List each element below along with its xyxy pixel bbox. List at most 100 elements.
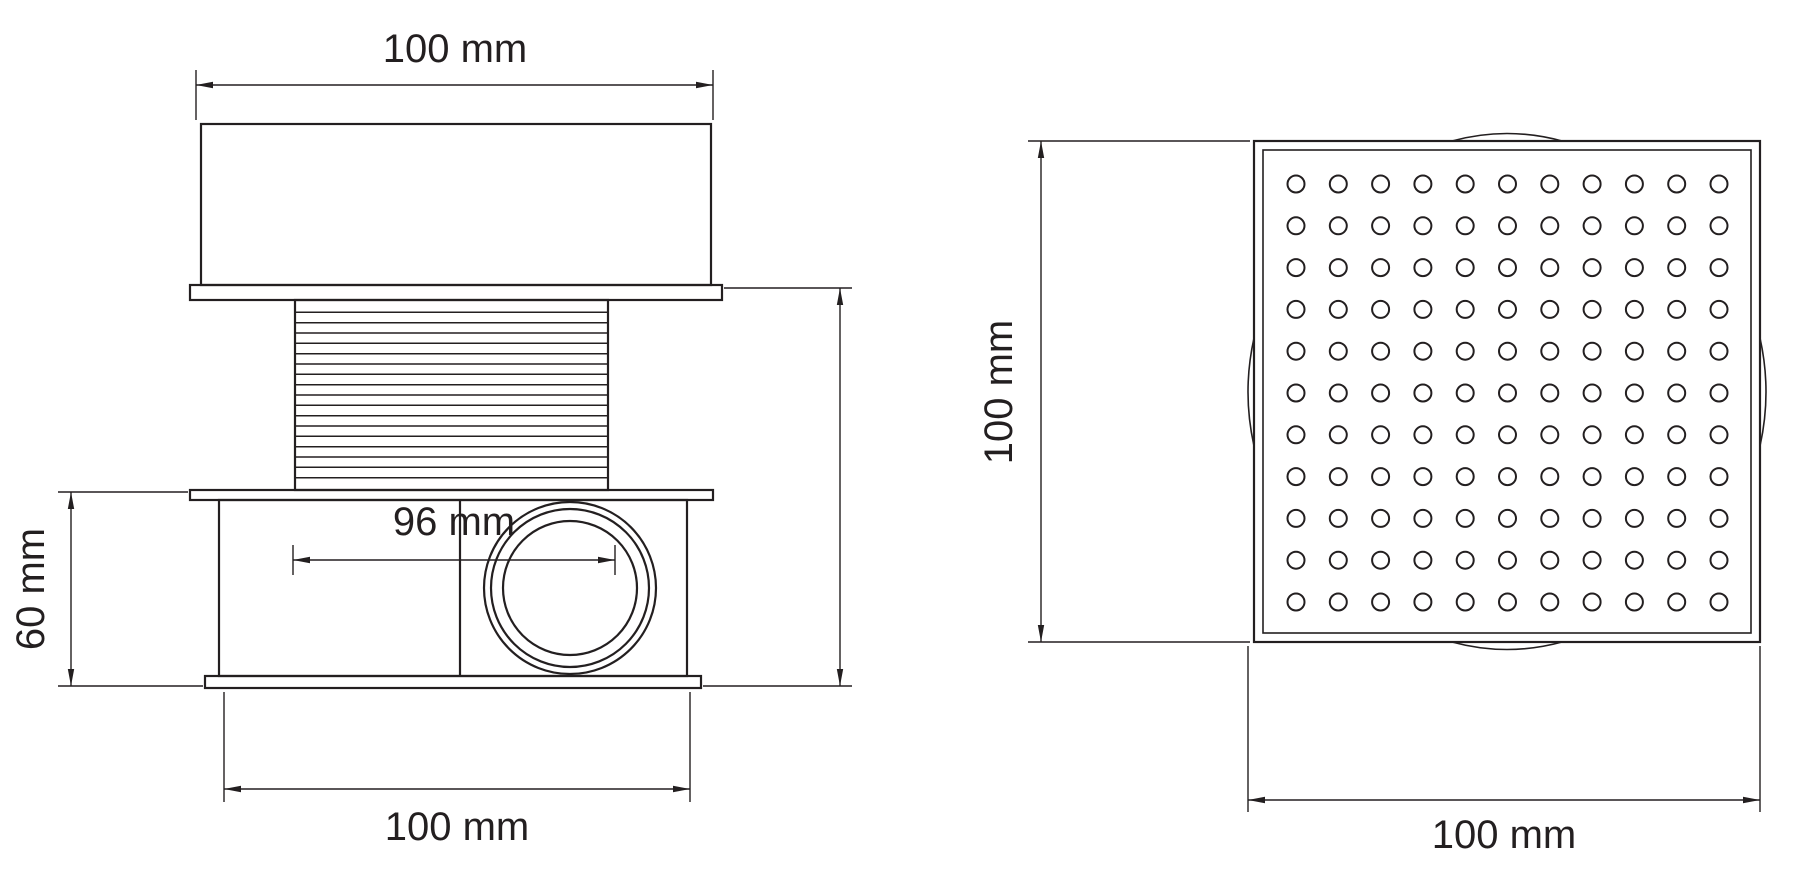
grate-hole bbox=[1709, 341, 1729, 361]
grate-hole bbox=[1498, 216, 1517, 236]
grate-hole bbox=[1709, 425, 1729, 445]
grate-hole bbox=[1286, 174, 1306, 194]
grate-hole bbox=[1624, 174, 1644, 194]
grate-hole bbox=[1413, 425, 1433, 445]
dim-top-width: 100 mm bbox=[195, 27, 714, 120]
grate-hole bbox=[1413, 299, 1433, 319]
grate-hole bbox=[1286, 383, 1306, 403]
outlet-pipe-mid bbox=[489, 507, 651, 669]
grate-hole bbox=[1371, 341, 1391, 361]
grate-hole bbox=[1540, 550, 1560, 570]
grate-hole bbox=[1498, 425, 1517, 445]
grate-hole bbox=[1709, 508, 1729, 528]
body-base bbox=[203, 674, 703, 690]
grate-hole bbox=[1455, 508, 1475, 528]
grate-hole bbox=[1455, 467, 1475, 487]
grate-hole bbox=[1286, 299, 1306, 319]
grate-hole bbox=[1498, 299, 1517, 319]
grate-hole bbox=[1709, 467, 1729, 487]
grate-hole bbox=[1667, 467, 1687, 487]
grate-hole bbox=[1371, 299, 1391, 319]
grate-hole bbox=[1498, 258, 1517, 278]
grate-hole bbox=[1540, 425, 1560, 445]
grate-hole bbox=[1455, 341, 1475, 361]
body-flange bbox=[188, 488, 715, 502]
grate-hole bbox=[1709, 550, 1729, 570]
grate-hole bbox=[1413, 258, 1433, 278]
dim-grate-height: 100 mm bbox=[977, 140, 1250, 643]
dimension-label: 96 mm bbox=[393, 500, 515, 544]
grate-hole bbox=[1709, 258, 1729, 278]
grate-hole bbox=[1498, 341, 1517, 361]
grate-hole bbox=[1371, 383, 1391, 403]
grate-hole bbox=[1371, 258, 1391, 278]
grate-hole bbox=[1498, 508, 1517, 528]
grate-hole bbox=[1455, 425, 1475, 445]
grate-hole bbox=[1540, 383, 1560, 403]
grate-hole bbox=[1371, 508, 1391, 528]
grate-hole bbox=[1624, 258, 1644, 278]
grate-hole bbox=[1286, 425, 1306, 445]
grate-hole bbox=[1624, 216, 1644, 236]
grate-hole bbox=[1540, 592, 1560, 612]
cap-outline bbox=[199, 122, 713, 287]
grate-hole bbox=[1413, 508, 1433, 528]
grate-hole bbox=[1624, 425, 1644, 445]
grate-hole bbox=[1498, 550, 1517, 570]
grate-hole bbox=[1455, 550, 1475, 570]
grate-hole bbox=[1455, 299, 1475, 319]
dim-inner-width: 96 mm bbox=[292, 500, 616, 575]
dimension-label: 100 mm bbox=[1432, 813, 1577, 857]
grate-hole bbox=[1667, 425, 1687, 445]
grate-hole bbox=[1667, 258, 1687, 278]
grate-hole bbox=[1286, 258, 1306, 278]
grate-hole bbox=[1582, 258, 1602, 278]
outlet-pipe-outer bbox=[482, 500, 658, 676]
grate-hole bbox=[1582, 383, 1602, 403]
grate-hole bbox=[1455, 216, 1475, 236]
grate-hole bbox=[1624, 299, 1644, 319]
dim-grate-width: 100 mm bbox=[1247, 646, 1761, 857]
top-view bbox=[1247, 132, 1767, 651]
grate-hole bbox=[1667, 216, 1687, 236]
adjustment-thread bbox=[293, 298, 610, 492]
grate-hole bbox=[1667, 341, 1687, 361]
grate-hole bbox=[1371, 592, 1391, 612]
grate-hole bbox=[1582, 341, 1602, 361]
grate-hole bbox=[1371, 467, 1391, 487]
grate-hole bbox=[1582, 425, 1602, 445]
grate-hole bbox=[1709, 383, 1729, 403]
grate-outline-inner bbox=[1262, 149, 1752, 634]
grate-hole bbox=[1624, 467, 1644, 487]
grate-hole bbox=[1624, 592, 1644, 612]
grate-hole bbox=[1328, 467, 1348, 487]
grate-hole bbox=[1498, 592, 1517, 612]
grate-hole bbox=[1286, 341, 1306, 361]
grate-hole bbox=[1455, 383, 1475, 403]
grate-hole bbox=[1540, 258, 1560, 278]
outlet-pipe-inner bbox=[501, 519, 639, 657]
grate-hole bbox=[1413, 592, 1433, 612]
grate-hole bbox=[1582, 216, 1602, 236]
tab-arc-left bbox=[1247, 337, 1255, 447]
grate-hole bbox=[1624, 383, 1644, 403]
grate-hole bbox=[1455, 258, 1475, 278]
grate-hole bbox=[1286, 216, 1306, 236]
grate-hole bbox=[1328, 174, 1348, 194]
grate-hole bbox=[1582, 508, 1602, 528]
grate-hole bbox=[1455, 174, 1475, 194]
grate-hole bbox=[1582, 467, 1602, 487]
grate-hole bbox=[1286, 592, 1306, 612]
dimension-label: 100 mm bbox=[977, 320, 1021, 465]
grate-hole bbox=[1328, 299, 1348, 319]
grate-hole bbox=[1413, 550, 1433, 570]
grate-hole bbox=[1286, 508, 1306, 528]
grate-hole bbox=[1540, 341, 1560, 361]
grate-hole bbox=[1328, 550, 1348, 570]
grate-hole bbox=[1667, 299, 1687, 319]
dim-height: 60 mm bbox=[9, 491, 203, 687]
grate-hole bbox=[1413, 341, 1433, 361]
grate-hole bbox=[1624, 341, 1644, 361]
grate-hole bbox=[1667, 174, 1687, 194]
